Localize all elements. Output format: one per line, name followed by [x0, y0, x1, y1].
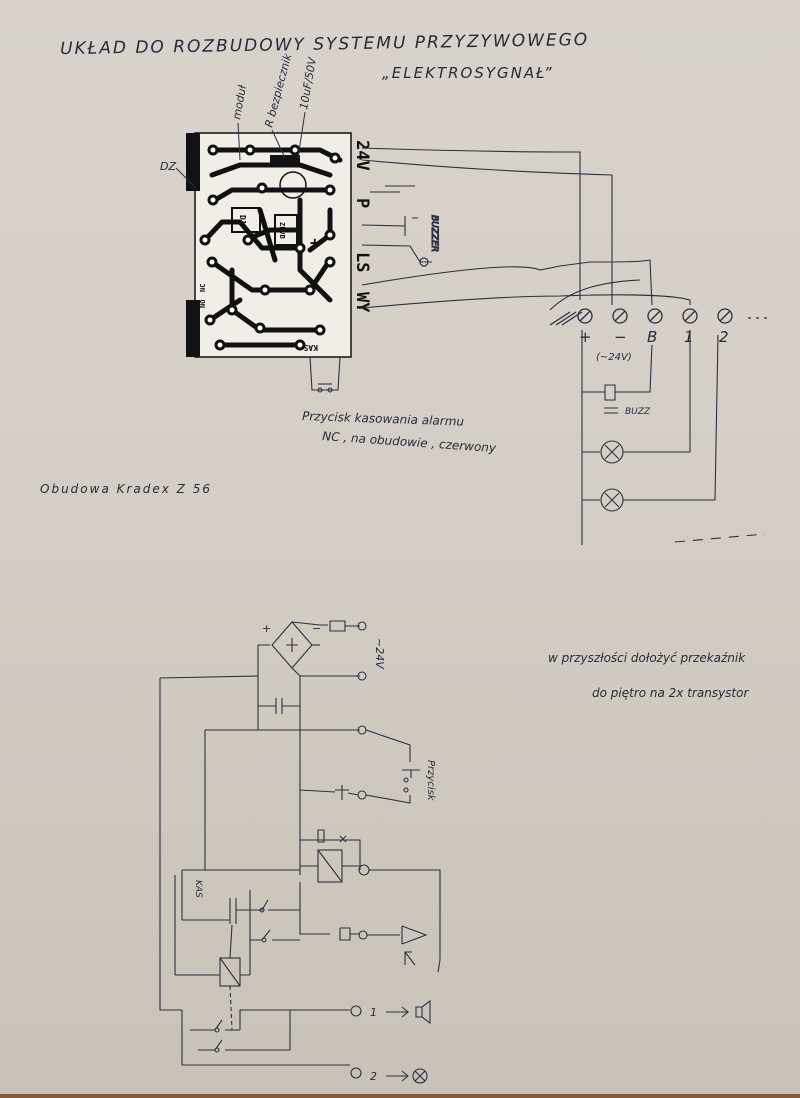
schem-out-1: 1 — [370, 1006, 377, 1019]
pcb-label-p: P — [352, 198, 372, 208]
buzzer-label: BUZZER — [429, 215, 439, 252]
pcb-top-label-modul: moduł — [230, 83, 249, 120]
pcb-label-24v: 24V — [352, 140, 372, 171]
schem-kas-label: KAS — [193, 880, 203, 898]
pcb-label-no: NO — [199, 300, 207, 308]
pcb-layout: + 24V P LS WY KAS D1 ZEVB NO NC — [186, 132, 372, 358]
pcb-top-label-r: R bezpiecznik — [262, 52, 294, 129]
note-future-2: do piętro na 2x transystor — [592, 686, 749, 700]
terminal-minus: − — [614, 328, 627, 346]
schem-supply-label: ~24V — [373, 638, 386, 670]
wiring-top: BUZZER — [361, 147, 691, 311]
external-loads — [581, 330, 766, 545]
pcb-label-kas: KAS — [303, 343, 318, 352]
schem-button-label: Przycisk — [425, 760, 436, 802]
note-button-2: NC , na obudowie , czerwony — [322, 429, 498, 455]
note-future-1: w przyszłości dołożyć przekaźnik — [548, 651, 746, 665]
buzz-label: BUZZ — [625, 407, 651, 417]
title-line-2: „ELEKTROSYGNAŁ” — [382, 64, 554, 82]
pcb-label-nc: NC — [199, 284, 207, 292]
pcb-label-zevb: ZEVB — [278, 222, 286, 239]
schem-out-2: 2 — [370, 1070, 377, 1083]
terminal-2: 2 — [719, 328, 729, 346]
note-housing: Obudowa Kradex Z 56 — [40, 482, 212, 496]
terminal-1: 1 — [684, 328, 694, 346]
pcb-label-ls: LS — [352, 252, 372, 272]
bottom-schematic — [159, 620, 441, 1084]
pcb-label-d1: D1 — [238, 215, 247, 225]
terminal-block — [549, 308, 770, 326]
schem-plus-1: + — [262, 622, 271, 635]
note-button-1: Przycisk kasowania alarmu — [302, 409, 465, 429]
pcb-label-dz: DZ — [160, 160, 176, 173]
schem-minus-1: − — [312, 622, 321, 635]
pcb-label-plus: + — [310, 233, 320, 252]
title-line-1: UKŁAD DO ROZBUDOWY SYSTEMU PRZYZYWOWEGO — [60, 30, 589, 59]
reset-button-wiring — [309, 356, 341, 393]
terminal-plus: + — [579, 328, 592, 346]
terminal-supply-label: (~24V) — [596, 352, 632, 363]
pcb-label-wy: WY — [352, 292, 372, 313]
pcb-top-label-cap: 10uF/50V — [297, 55, 319, 110]
terminal-b: B — [647, 328, 657, 346]
